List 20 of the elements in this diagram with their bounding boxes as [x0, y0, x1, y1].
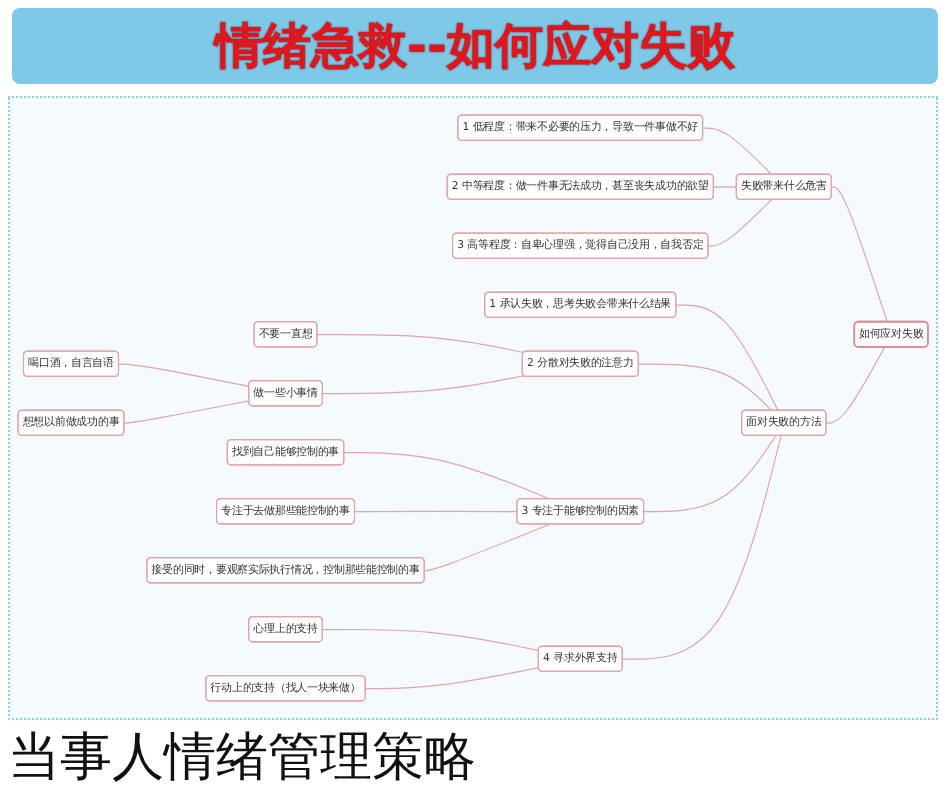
- title: 情绪急救--如何应对失败: [12, 8, 938, 84]
- connector: [322, 375, 525, 395]
- connector: [675, 304, 779, 412]
- connector: [354, 510, 518, 513]
- connector: [621, 435, 782, 660]
- connector: [123, 400, 250, 424]
- connector: [316, 333, 525, 354]
- connector: [713, 186, 738, 188]
- connector: [343, 451, 551, 500]
- connector: [831, 186, 888, 323]
- connector: [825, 346, 886, 424]
- connector: [643, 435, 777, 513]
- connector: [707, 199, 773, 247]
- connector: [702, 127, 773, 176]
- caption: 当事人情绪管理策略: [8, 726, 476, 792]
- connector: [118, 363, 250, 387]
- connector: [322, 628, 540, 652]
- connector: [638, 363, 773, 412]
- connector: [365, 667, 540, 690]
- connector: [424, 523, 551, 572]
